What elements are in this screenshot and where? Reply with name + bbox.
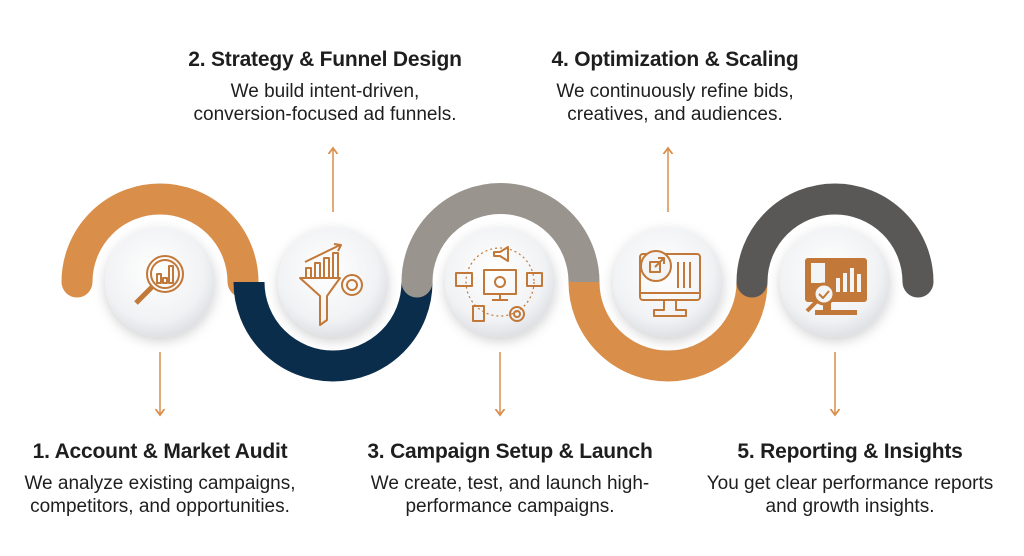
monitor-scale-icon — [639, 250, 701, 317]
arc-step-2 — [233, 281, 433, 382]
circle-step-2 — [278, 227, 388, 337]
step-3-title: 3. Campaign Setup & Launch — [367, 440, 653, 463]
step-4-description: We continuously refine bids,creatives, a… — [556, 81, 794, 125]
magnifier-chart-icon — [134, 255, 184, 305]
funnel-gear-icon — [299, 243, 363, 326]
arc-step-4 — [568, 281, 768, 382]
step-2: 2. Strategy & Funnel Design We build int… — [155, 48, 495, 126]
step-5: 5. Reporting & Insights You get clear pe… — [680, 440, 1020, 518]
circle-step-4 — [613, 227, 723, 337]
step-2-title: 2. Strategy & Funnel Design — [188, 48, 462, 71]
circle-step-3 — [445, 227, 555, 337]
step-1-title: 1. Account & Market Audit — [32, 440, 288, 463]
step-4-title: 4. Optimization & Scaling — [551, 48, 799, 71]
step-2-description: We build intent-driven,conversion-focuse… — [193, 81, 457, 125]
arc-step-1 — [61, 183, 259, 298]
step-1: 1. Account & Market Audit We analyze exi… — [0, 440, 330, 518]
monitor-campaign-icon — [455, 246, 543, 322]
arc-step-3 — [401, 183, 600, 298]
arc-step-5 — [736, 183, 934, 298]
step-3-description: We create, test, and launch high-perform… — [370, 473, 650, 517]
report-analysis-icon — [805, 258, 867, 315]
step-1-description: We analyze existing campaigns,competitor… — [24, 473, 296, 517]
step-5-title: 5. Reporting & Insights — [737, 440, 963, 463]
step-3: 3. Campaign Setup & Launch We create, te… — [340, 440, 680, 518]
step-4: 4. Optimization & Scaling We continuousl… — [505, 48, 845, 126]
